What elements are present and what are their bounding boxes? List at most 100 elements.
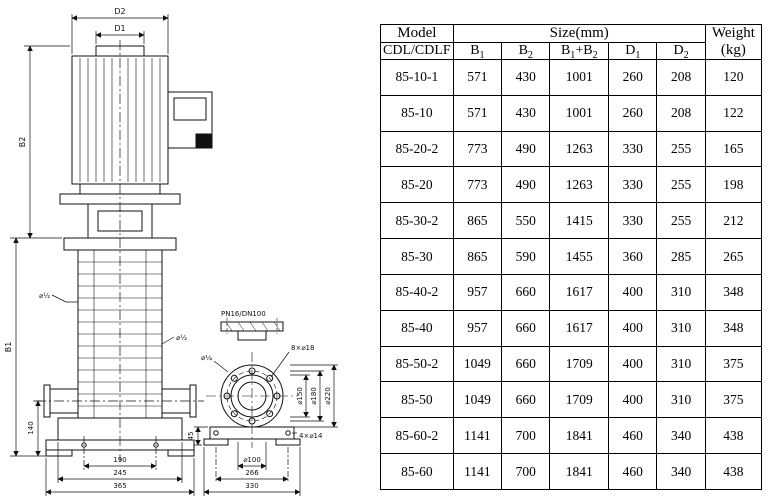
value-cell: 660	[501, 381, 551, 419]
value-cell: 460	[608, 417, 658, 455]
flange-plug-label: ⌀¼	[201, 354, 212, 362]
value-cell: 1049	[452, 345, 503, 383]
value-cell: 400	[608, 381, 658, 419]
value-cell: 490	[501, 166, 551, 204]
col-text: B	[560, 43, 571, 58]
col-text: D	[673, 43, 684, 58]
value-cell: 550	[501, 202, 551, 240]
value-cell: 208	[656, 59, 706, 96]
plug-annotations: ⌀½ ⌀½	[39, 292, 187, 345]
value-cell: 1709	[549, 345, 610, 383]
value-cell: 660	[501, 273, 551, 311]
value-cell: 1141	[452, 453, 503, 490]
value-cell: 1617	[549, 309, 610, 347]
weight-label: Weight	[711, 25, 755, 41]
header-row-1: Model Size(mm) Weight (kg)	[380, 24, 763, 60]
value-cell: 1617	[549, 273, 610, 311]
value-cell: 310	[656, 273, 706, 311]
main-dimension-lines	[10, 14, 195, 496]
size-header: Size(mm)	[452, 24, 706, 43]
value-cell: 1841	[549, 417, 610, 455]
value-cell: 400	[608, 309, 658, 347]
col-header-b1: B1	[452, 42, 503, 60]
plug-left-label: ⌀½	[39, 292, 50, 300]
value-cell: 340	[656, 417, 706, 455]
model-cell: 85-20-2	[380, 130, 454, 168]
spec-table: Model Size(mm) Weight (kg) CDL/CDLF B1 B…	[380, 24, 763, 490]
main-dimension-labels: D2 D1 B2 B1 140 190 245 365	[4, 7, 127, 490]
model-header: Model	[380, 24, 454, 43]
value-cell: 460	[608, 453, 658, 490]
spec-table-pane: Model Size(mm) Weight (kg) CDL/CDLF B1 B…	[378, 0, 770, 500]
model-cell: 85-60	[380, 453, 454, 490]
value-cell: 330	[608, 166, 658, 204]
value-cell: 330	[608, 202, 658, 240]
value-cell: 340	[656, 453, 706, 490]
dim-365-label: 365	[113, 482, 126, 490]
bolt-note-label: 8×⌀18	[291, 344, 314, 352]
value-cell: 400	[608, 273, 658, 311]
model-cell: 85-40	[380, 309, 454, 347]
value-cell: 773	[452, 166, 503, 204]
terminal-box	[167, 91, 213, 149]
drawing-pane: D2 D1 B2 B1 140 190 245 365 ⌀½ ⌀½	[0, 0, 378, 500]
value-cell: 590	[501, 238, 551, 275]
col-text: +B	[575, 43, 593, 58]
value-cell: 700	[501, 453, 551, 490]
value-cell: 375	[704, 345, 763, 383]
dim-b1-label: B1	[4, 342, 13, 353]
header-row-2: CDL/CDLF B1 B2 B1+B2 D1 D2	[380, 42, 762, 61]
dim-140-label: 140	[27, 421, 35, 434]
dia-180-label: ⌀180	[310, 387, 318, 405]
value-cell: 865	[452, 238, 503, 275]
flange-detail-view: PN16/DN100 8×⌀18 ⌀¼ 45 ⌀150 ⌀180 ⌀220 4×…	[187, 310, 338, 496]
dim-b2-label: B2	[18, 137, 27, 148]
pump-technical-drawing: D2 D1 B2 B1 140 190 245 365 ⌀½ ⌀½	[4, 7, 338, 496]
dim-d2-label: D2	[114, 7, 125, 16]
value-cell: 571	[452, 59, 503, 96]
value-cell: 255	[656, 166, 706, 204]
value-cell: 255	[656, 202, 706, 240]
model-series-header: CDL/CDLF	[380, 42, 454, 60]
dim-266-label: 266	[245, 469, 259, 477]
col-header-b2: B2	[501, 42, 551, 60]
dim-190-label: 190	[113, 456, 126, 464]
flange-dimension-lines	[194, 351, 338, 496]
dia-150-label: ⌀150	[296, 387, 304, 405]
value-cell: 490	[501, 130, 551, 168]
value-cell: 571	[452, 94, 503, 132]
value-cell: 1455	[549, 238, 610, 275]
table-header: Model Size(mm) Weight (kg) CDL/CDLF B1 B…	[380, 24, 763, 61]
value-cell: 212	[704, 202, 763, 240]
value-cell: 198	[704, 166, 763, 204]
value-cell: 260	[608, 59, 658, 96]
base-holes-label: 4×⌀14	[299, 432, 323, 440]
discharge-port	[161, 384, 197, 418]
value-cell: 1049	[452, 381, 503, 419]
model-cell: 85-10	[380, 94, 454, 132]
value-cell: 330	[608, 130, 658, 168]
dia-220-label: ⌀220	[324, 387, 332, 405]
dia-100-label: ⌀100	[243, 456, 261, 464]
value-cell: 310	[656, 309, 706, 347]
col-text: B	[518, 43, 528, 58]
value-cell: 208	[656, 94, 706, 132]
plug-leader-right	[161, 336, 175, 345]
value-cell: 1841	[549, 453, 610, 490]
col-text: D	[625, 43, 636, 58]
suction-port	[43, 384, 79, 418]
plug-right-label: ⌀½	[176, 334, 187, 342]
value-cell: 957	[452, 273, 503, 311]
value-cell: 1263	[549, 130, 610, 168]
col-sub: 1	[570, 49, 576, 61]
value-cell: 1415	[549, 202, 610, 240]
value-cell: 310	[656, 381, 706, 419]
model-cell: 85-50-2	[380, 345, 454, 383]
value-cell: 660	[501, 309, 551, 347]
